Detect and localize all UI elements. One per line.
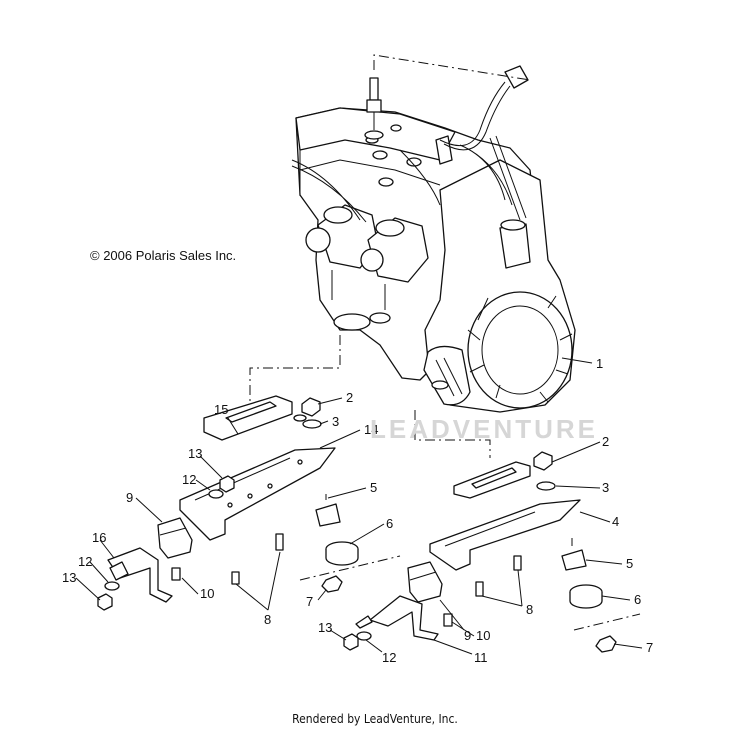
watermark-text: LEADVENTURE bbox=[370, 414, 599, 444]
callout-4: 4 bbox=[612, 514, 619, 529]
callout-5: 5 bbox=[626, 556, 633, 571]
callout-13: 13 bbox=[318, 620, 332, 635]
callout-6: 6 bbox=[386, 516, 393, 531]
callout-10: 10 bbox=[200, 586, 214, 601]
callout-3: 3 bbox=[602, 480, 609, 495]
callout-3: 3 bbox=[332, 414, 339, 429]
callout-5: 5 bbox=[370, 480, 377, 495]
callout-9: 9 bbox=[126, 490, 133, 505]
callout-16: 16 bbox=[92, 530, 106, 545]
left-mount-parts bbox=[97, 395, 401, 611]
leader-lines bbox=[75, 357, 643, 655]
callout-8: 8 bbox=[264, 612, 271, 627]
callout-8: 8 bbox=[526, 602, 533, 617]
callout-13: 13 bbox=[188, 446, 202, 461]
callout-2: 2 bbox=[602, 434, 609, 449]
right-mount-parts bbox=[343, 451, 641, 653]
callout-12: 12 bbox=[182, 472, 196, 487]
callout-14: 14 bbox=[364, 422, 378, 437]
copyright-notice: © 2006 Polaris Sales Inc. bbox=[90, 248, 237, 263]
callout-12: 12 bbox=[382, 650, 396, 665]
carburetors bbox=[305, 204, 429, 310]
callout-13: 13 bbox=[62, 570, 76, 585]
callout-7: 7 bbox=[306, 594, 313, 609]
engine-assembly bbox=[249, 54, 576, 458]
callout-12: 12 bbox=[78, 554, 92, 569]
callout-10: 10 bbox=[476, 628, 490, 643]
callout-11: 11 bbox=[474, 650, 488, 665]
footer-credit: Rendered by LeadVenture, Inc. bbox=[292, 712, 458, 726]
callout-1: 1 bbox=[596, 356, 603, 371]
callout-7: 7 bbox=[646, 640, 653, 655]
callout-6: 6 bbox=[634, 592, 641, 607]
callout-15: 15 bbox=[214, 402, 228, 417]
callout-2: 2 bbox=[346, 390, 353, 405]
callout-9: 9 bbox=[464, 628, 471, 643]
callout-labels: 1 2 3 15 14 13 12 9 5 6 16 12 13 10 8 7 … bbox=[62, 356, 653, 665]
